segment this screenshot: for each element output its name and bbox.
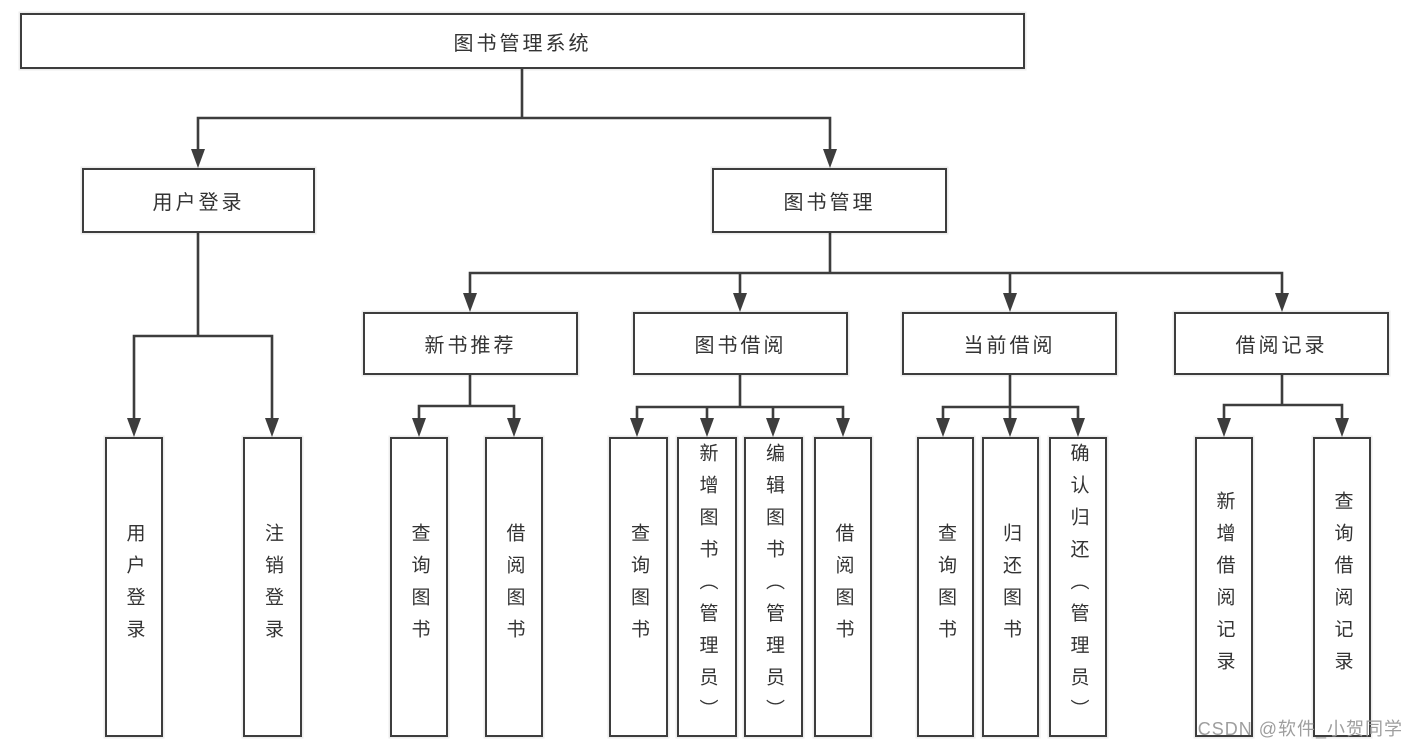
leaf-bb-borrow-book: 借阅图书 [814,437,872,737]
node-book-borrow: 图书借阅 [633,312,848,375]
leaf-nb-borrow-book: 借阅图书 [485,437,543,737]
node-user-login: 用户登录 [82,168,315,233]
leaf-bb-query-book: 查询图书 [609,437,668,737]
leaf-cb-confirm-return-admin: 确认归还（管理员） [1049,437,1107,737]
node-current-borrow: 当前借阅 [902,312,1117,375]
leaf-logout: 注销登录 [243,437,302,737]
leaf-user-login: 用户登录 [105,437,163,737]
leaf-bb-edit-book-admin: 编辑图书（管理员） [744,437,803,737]
leaf-cb-return-book: 归还图书 [982,437,1039,737]
leaf-bb-add-book-admin: 新增图书（管理员） [677,437,737,737]
node-library-management-system: 图书管理系统 [20,13,1025,69]
node-new-book-recommend: 新书推荐 [363,312,578,375]
csdn-watermark: CSDN @软件_小贺同学 [1197,719,1403,739]
node-book-management: 图书管理 [712,168,947,233]
leaf-cb-query-book: 查询图书 [917,437,974,737]
leaf-nb-query-book: 查询图书 [390,437,448,737]
leaf-br-query-record: 查询借阅记录 [1313,437,1371,737]
node-borrow-records: 借阅记录 [1174,312,1389,375]
leaf-br-add-record: 新增借阅记录 [1195,437,1253,737]
